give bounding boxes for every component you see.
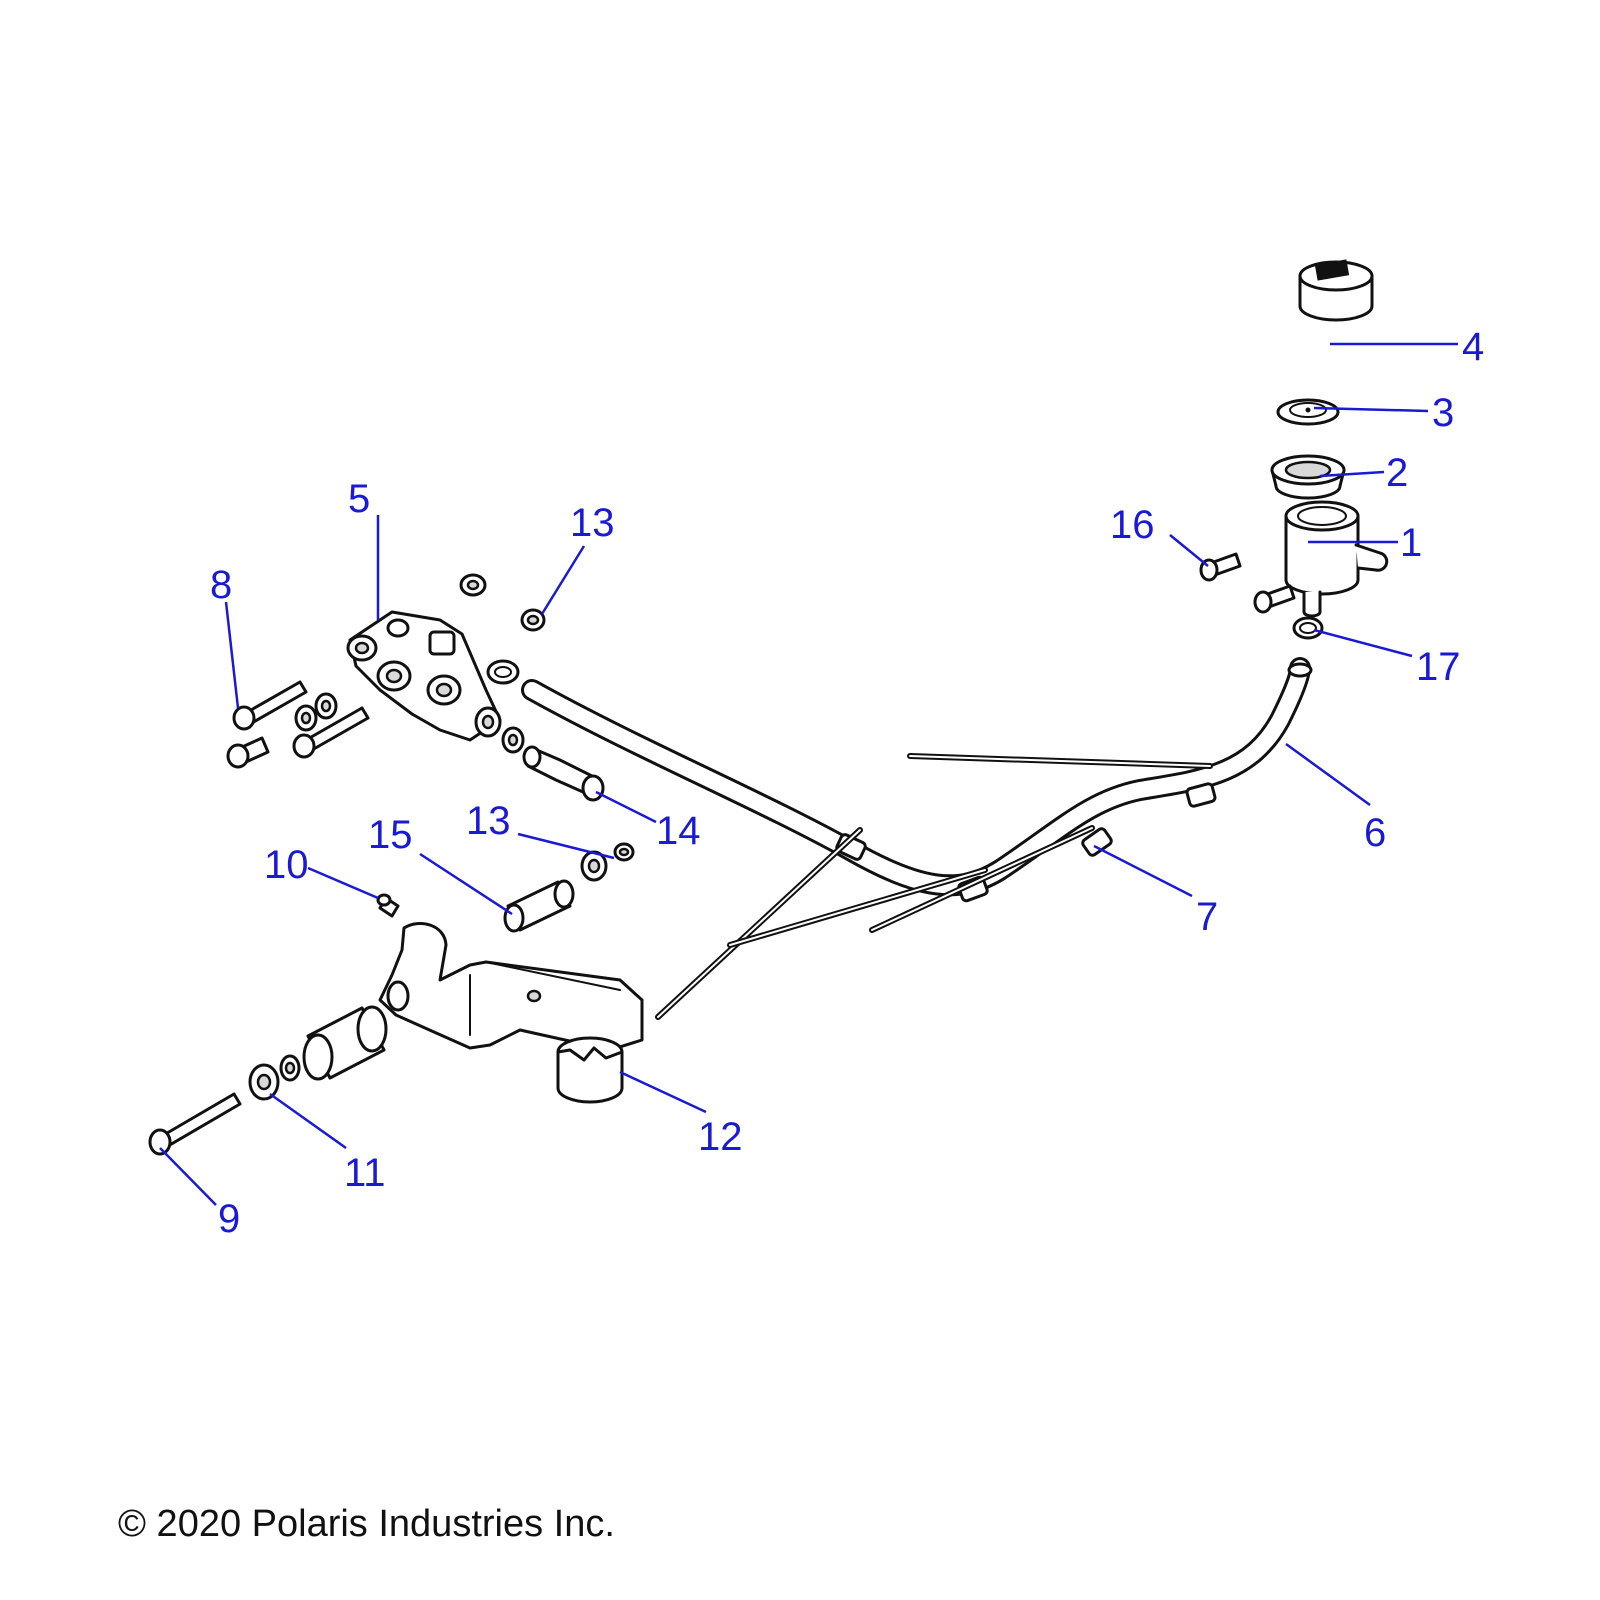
leader-lines: [159, 342, 1458, 1206]
pivot-washers: [248, 1054, 301, 1101]
banjo-fitting: [522, 745, 605, 802]
pedal-bushing-upper: [503, 879, 575, 933]
callout-10: 10: [264, 843, 309, 887]
brake-hose: [521, 657, 1313, 897]
callout-15: 15: [368, 813, 413, 857]
hose-clamp-reservoir: [1292, 616, 1324, 640]
callout-13-lower: 13: [466, 799, 511, 843]
mounting-bolts: [226, 680, 370, 769]
callout-14: 14: [656, 809, 701, 853]
callout-12: 12: [698, 1115, 743, 1159]
callout-5: 5: [348, 477, 370, 521]
copyright-notice: © 2020 Polaris Industries Inc.: [118, 1503, 615, 1545]
callout-8: 8: [210, 563, 232, 607]
callout-labels: 1 2 3 4 5 6 7 8 9 10 11 12 13 13 14 15 1…: [210, 325, 1484, 1241]
pivot-bolt: [148, 1092, 242, 1156]
callout-3: 3: [1432, 391, 1454, 435]
fluid-reservoir: [1284, 500, 1389, 618]
reservoir-cap: [1298, 259, 1374, 322]
brake-pedal: [378, 922, 644, 1052]
callout-9: 9: [218, 1197, 240, 1241]
hose-clamp-master: [486, 659, 520, 685]
callout-7: 7: [1196, 895, 1218, 939]
callout-11: 11: [344, 1151, 386, 1195]
pedal-stop-bolt: [376, 893, 400, 918]
callout-17: 17: [1416, 645, 1461, 689]
pedal-plug: [613, 842, 635, 862]
routing-clips: [835, 782, 1217, 903]
cable-ties: [655, 753, 1213, 1020]
crush-washer: [501, 726, 525, 754]
grommets-master-cylinder: [459, 573, 546, 632]
callout-6: 6: [1364, 811, 1386, 855]
callout-16: 16: [1110, 503, 1155, 547]
callout-13-upper: 13: [570, 501, 615, 545]
callout-1: 1: [1400, 521, 1422, 565]
pedal-pad: [556, 1036, 624, 1104]
master-cylinder: [346, 610, 502, 742]
pedal-pivot-sleeve: [302, 1005, 388, 1081]
reservoir-bolts: [1199, 552, 1296, 614]
cap-diaphragm: [1270, 454, 1346, 500]
cap-diaphragm-plate: [1276, 398, 1340, 426]
callout-2: 2: [1386, 451, 1408, 495]
callout-4: 4: [1462, 325, 1484, 369]
